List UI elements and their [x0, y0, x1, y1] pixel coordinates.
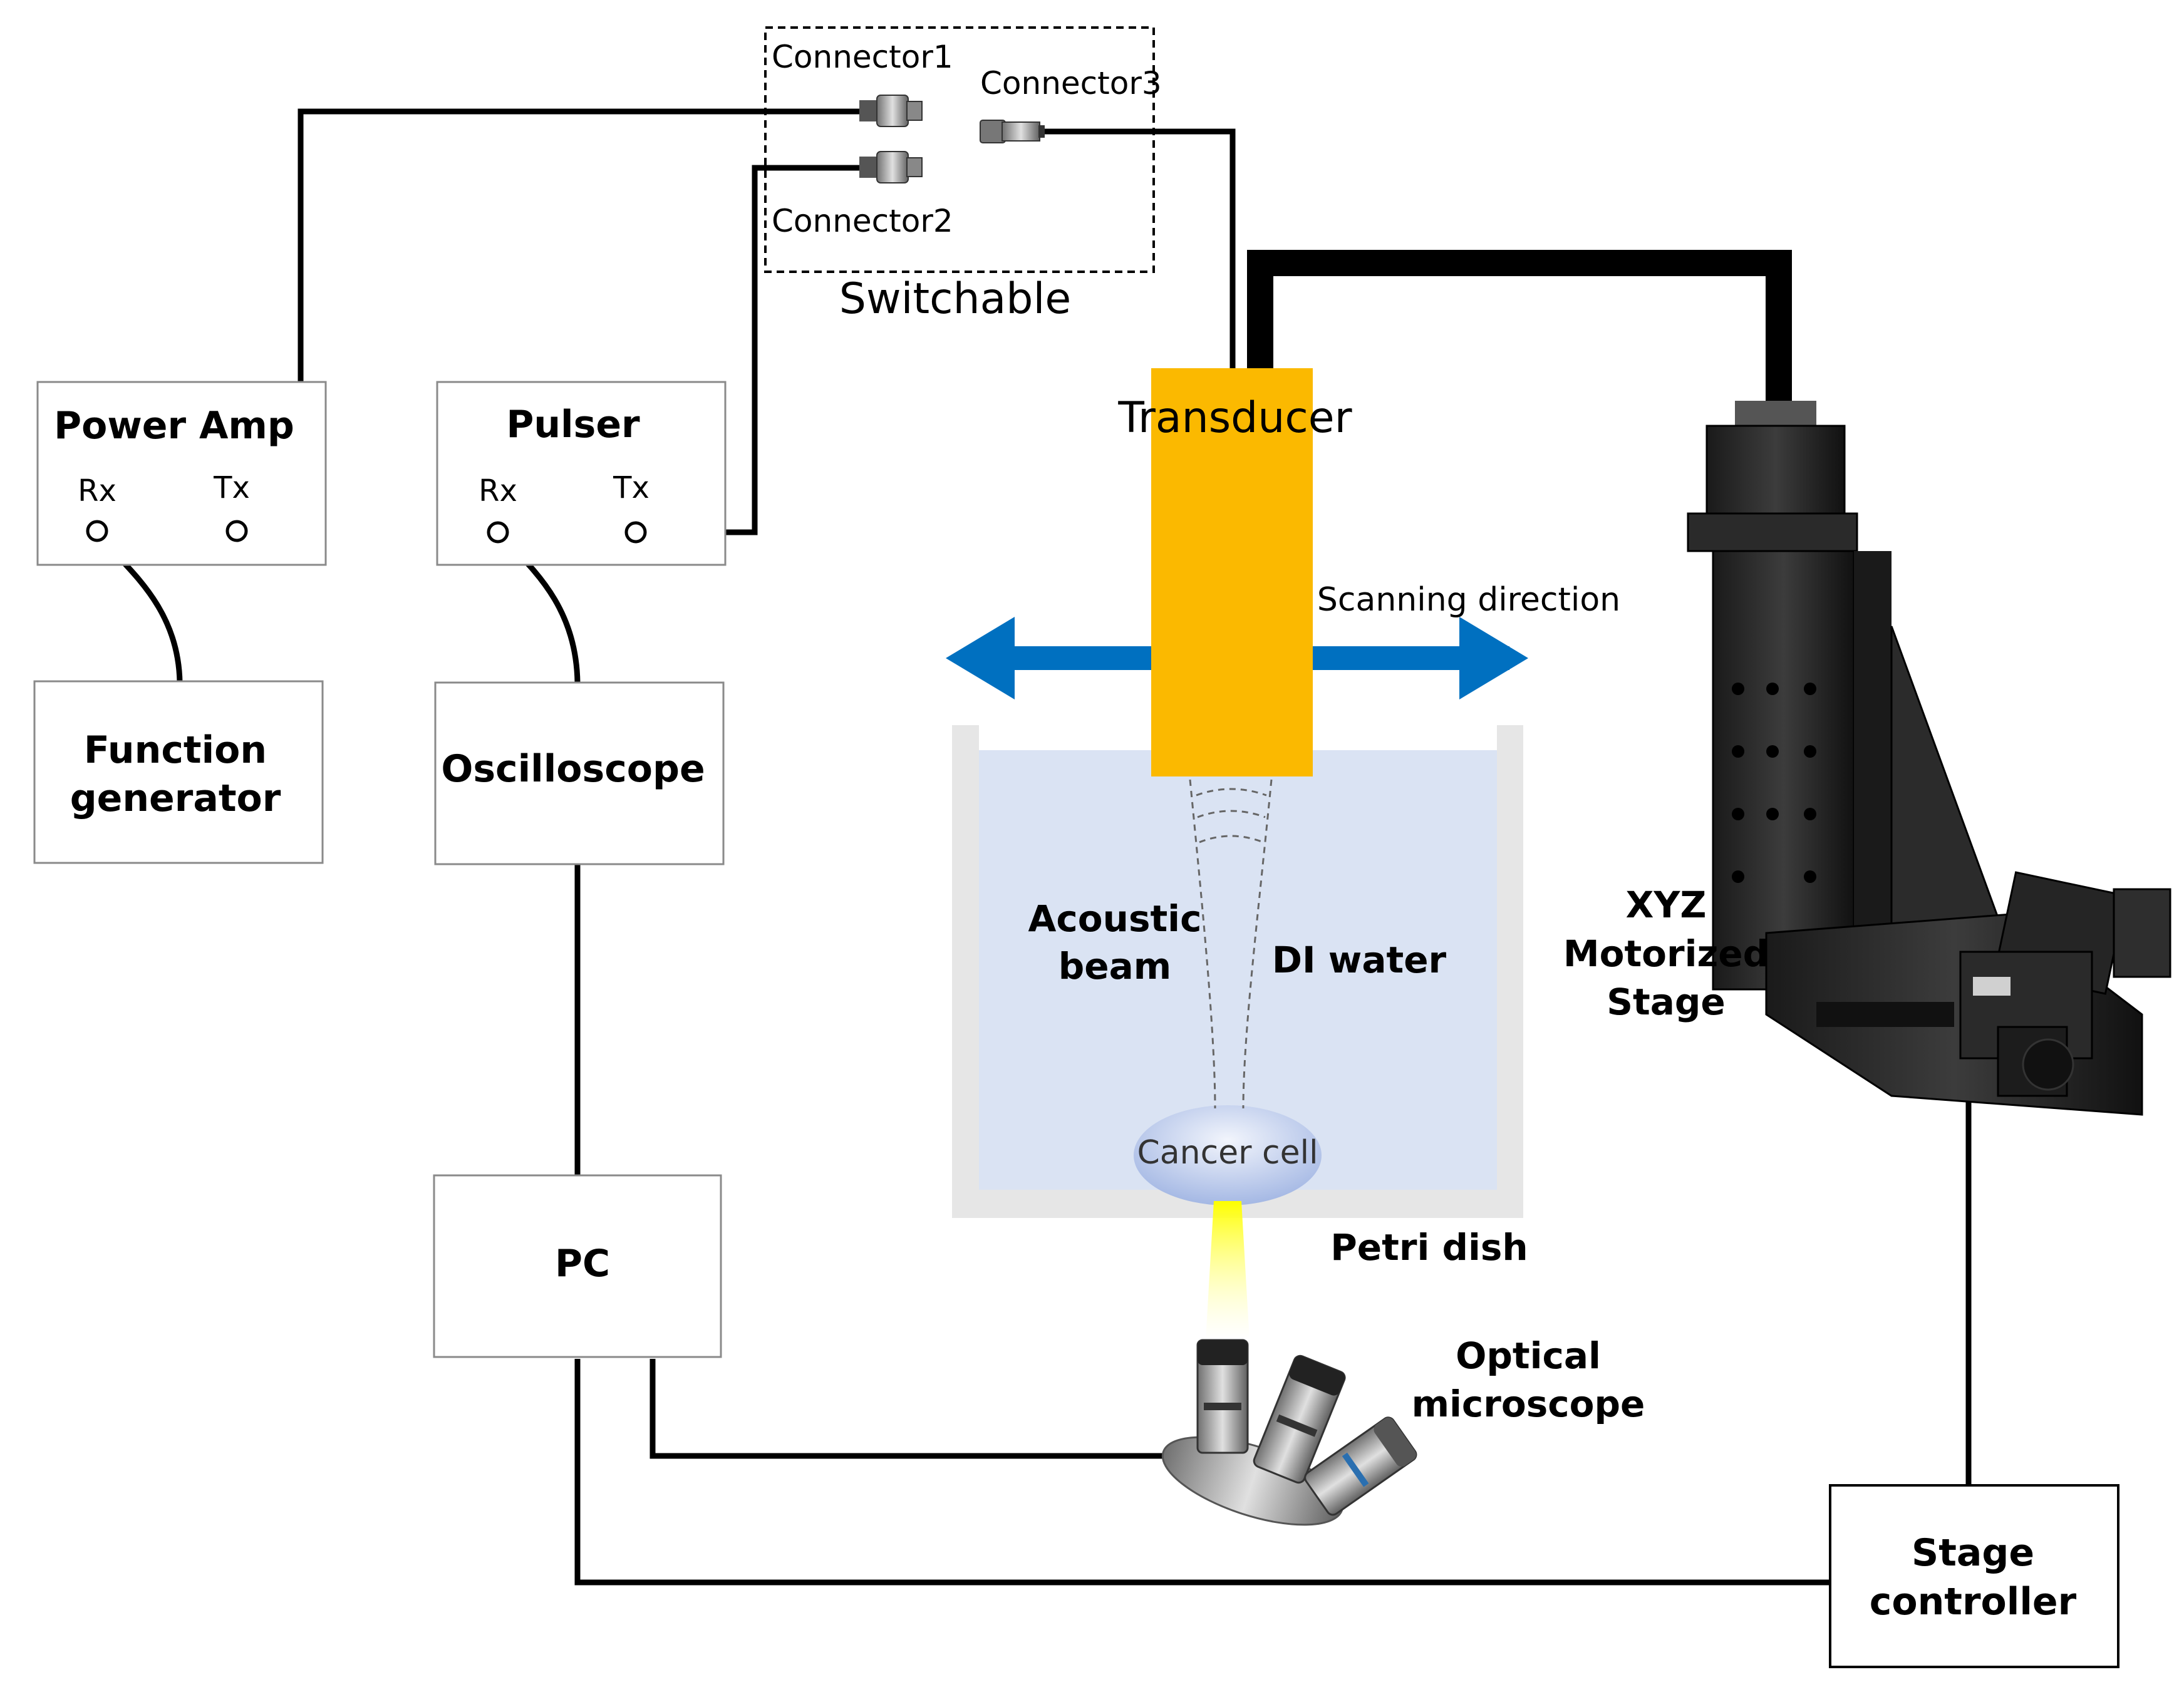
- pulser-rx-label: Rx: [479, 473, 517, 508]
- pulser-box: Pulser Rx Tx: [436, 381, 727, 566]
- connector1-label: Connector1: [772, 39, 953, 75]
- power-amp-tx-label: Tx: [213, 470, 250, 505]
- illumination-light-beam: [1206, 1201, 1250, 1340]
- function-generator-line2: generator: [70, 776, 281, 820]
- scanning-direction-label: Scanning direction: [1317, 581, 1620, 619]
- optical-microscope-icon: [1161, 1339, 1417, 1526]
- function-generator-box: Function generator: [33, 680, 324, 864]
- acoustic-beam-label-line1: Acoustic: [1028, 897, 1202, 940]
- switchable-connector-box: Connector1 Connector2 Connector3 Switcha…: [764, 26, 1162, 324]
- bnc-connector1-icon: [859, 95, 923, 127]
- cable-connector3-to-transducer: [1045, 128, 1236, 376]
- transducer: Transducer: [1117, 368, 1352, 776]
- power-amp-tx-port-icon: [225, 520, 248, 542]
- cable-pc-to-microscope: [650, 1359, 1174, 1459]
- bnc-connector2-icon: [859, 151, 923, 183]
- petri-dish: Cancer cell: [952, 725, 1523, 1218]
- pc-box: PC: [433, 1174, 722, 1358]
- function-generator-line1: Function: [84, 728, 267, 772]
- connector3-label: Connector3: [980, 65, 1162, 101]
- acoustic-beam-lines: [1189, 779, 1273, 1109]
- pulser-title: Pulser: [506, 403, 640, 446]
- power-amp-rx-port-icon: [86, 520, 108, 542]
- xyz-motorized-stage-icon: [1687, 401, 2171, 1116]
- xyz-stage-label-line2: Motorized: [1563, 932, 1769, 975]
- power-amp-title: Power Amp: [54, 404, 294, 448]
- stage-controller-line2: controller: [1870, 1580, 2077, 1624]
- transducer-mount-arm: [1247, 250, 1792, 407]
- pulser-tx-label: Tx: [613, 470, 650, 505]
- di-water-label: DI water: [1272, 939, 1447, 981]
- cancer-cell-label: Cancer cell: [1137, 1134, 1318, 1172]
- xyz-stage-label-line3: Stage: [1607, 981, 1726, 1023]
- switchable-label: Switchable: [839, 274, 1071, 324]
- transducer-label: Transducer: [1117, 393, 1352, 443]
- cable-pc-to-stage-controller: [574, 1359, 1832, 1586]
- acoustic-beam-label-line2: beam: [1058, 945, 1171, 988]
- cancer-cell-shape: [1134, 1105, 1322, 1205]
- pulser-tx-port-icon: [624, 521, 647, 544]
- oscilloscope-label: Oscilloscope: [441, 747, 705, 791]
- petri-dish-label: Petri dish: [1330, 1226, 1528, 1269]
- power-amp-box: Power Amp Rx Tx: [36, 381, 327, 566]
- pc-label: PC: [555, 1242, 610, 1286]
- power-amp-rx-label: Rx: [78, 473, 116, 508]
- stage-controller-line1: Stage: [1912, 1531, 2034, 1575]
- xyz-stage-label-line1: XYZ: [1626, 884, 1707, 926]
- optical-microscope-label-line1: Optical: [1456, 1334, 1601, 1377]
- stage-controller-box: Stage controller: [1829, 1484, 2119, 1668]
- oscilloscope-box: Oscilloscope: [434, 681, 725, 865]
- bnc-connector3-icon: [980, 120, 1045, 143]
- pulser-rx-port-icon: [487, 521, 509, 544]
- connector2-label: Connector2: [772, 203, 953, 239]
- optical-microscope-label-line2: microscope: [1412, 1383, 1645, 1425]
